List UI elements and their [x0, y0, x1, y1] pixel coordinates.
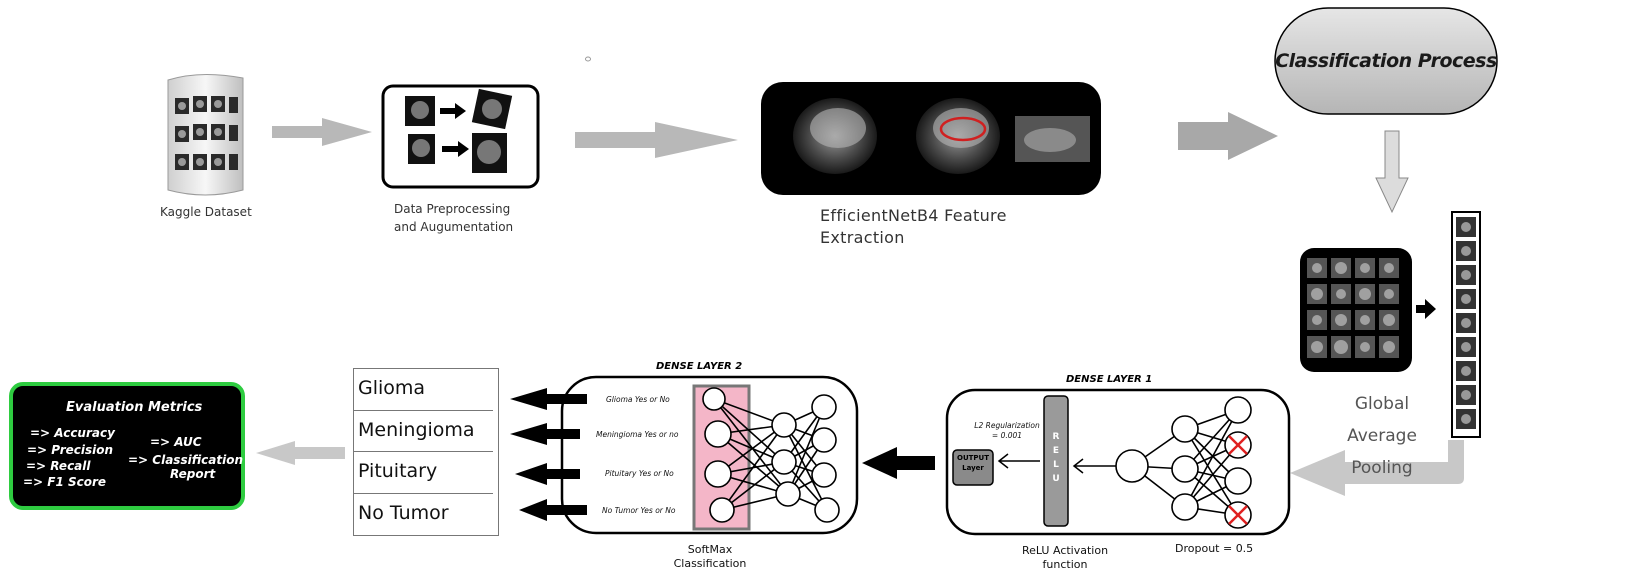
evaluation-box — [9, 382, 245, 510]
feature-extraction-label: EfficientNetB4 Feature Extraction — [820, 206, 1007, 247]
classification-process-pill — [1274, 7, 1498, 115]
metric-classification: => Classification — [128, 453, 243, 467]
arrow-left-2 — [256, 441, 345, 465]
dense2-network — [702, 387, 840, 523]
class-glioma: Glioma — [358, 377, 426, 399]
arrow-to-relu — [1072, 458, 1117, 474]
relu-caption: ReLU Activation function — [1021, 544, 1109, 570]
dropout-x-icon — [1228, 435, 1248, 525]
l2-label: L2 Regularization = 0.001 — [974, 421, 1040, 440]
dataset-cylinder-icon — [167, 73, 244, 196]
mri-feature-box — [761, 82, 1101, 195]
preprocessing-label: Data Preprocessing and Augumentation — [394, 202, 514, 234]
relu-box-label: RELU — [1052, 432, 1060, 484]
class-output-arrows — [510, 388, 587, 521]
dataset-label: Kaggle Dataset — [160, 205, 252, 219]
arrow-right-1 — [272, 118, 372, 146]
metric-precision: => Precision — [27, 443, 114, 457]
feature-map-grid — [1300, 248, 1412, 372]
dense-layer-1-title: DENSE LAYER 1 — [1066, 374, 1153, 385]
output-layer-label: OUTPUT Layer — [957, 454, 989, 472]
relu-box — [1043, 395, 1069, 527]
output-meningioma: Meningioma Yes or no — [596, 430, 679, 439]
metric-report: Report — [170, 467, 216, 481]
arrow-small-right — [1416, 299, 1436, 319]
metric-accuracy: => Accuracy — [30, 426, 115, 440]
class-meningioma: Meningioma — [354, 410, 493, 449]
dense-layer-2-title: DENSE LAYER 2 — [656, 361, 743, 372]
output-glioma: Glioma Yes or No — [606, 395, 670, 404]
arrow-down — [1375, 130, 1409, 214]
classification-process-label: Classification Process — [1275, 50, 1497, 72]
arrow-left-1 — [862, 447, 935, 479]
dropout-caption: Dropout = 0.5 — [1175, 542, 1254, 555]
pooled-vector-strip — [1451, 211, 1481, 438]
arrow-right-3 — [1178, 112, 1278, 160]
softmax-caption: SoftMax Classification — [673, 543, 747, 570]
dot-mark — [585, 56, 591, 62]
class-pituitary: Pituitary — [354, 451, 493, 490]
metric-f1-score: => F1 Score — [23, 475, 107, 489]
output-no-tumor: No Tumor Yes or No — [602, 506, 676, 515]
arrow-return — [1290, 440, 1464, 496]
preprocessing-box — [381, 84, 540, 189]
metric-auc: => AUC — [150, 435, 202, 449]
evaluation-title: Evaluation Metrics — [66, 400, 203, 415]
output-layer-box — [952, 449, 994, 486]
arrow-right-2 — [575, 122, 738, 158]
class-no-tumor: No Tumor — [354, 493, 493, 532]
gap-label: Global Average Pooling — [1347, 394, 1417, 478]
arrow-to-output — [997, 453, 1040, 469]
output-pituitary: Pituitary Yes or No — [605, 469, 674, 478]
class-table: Glioma Meningioma Pituitary No Tumor — [353, 368, 499, 536]
metric-recall: => Recall — [26, 459, 91, 473]
